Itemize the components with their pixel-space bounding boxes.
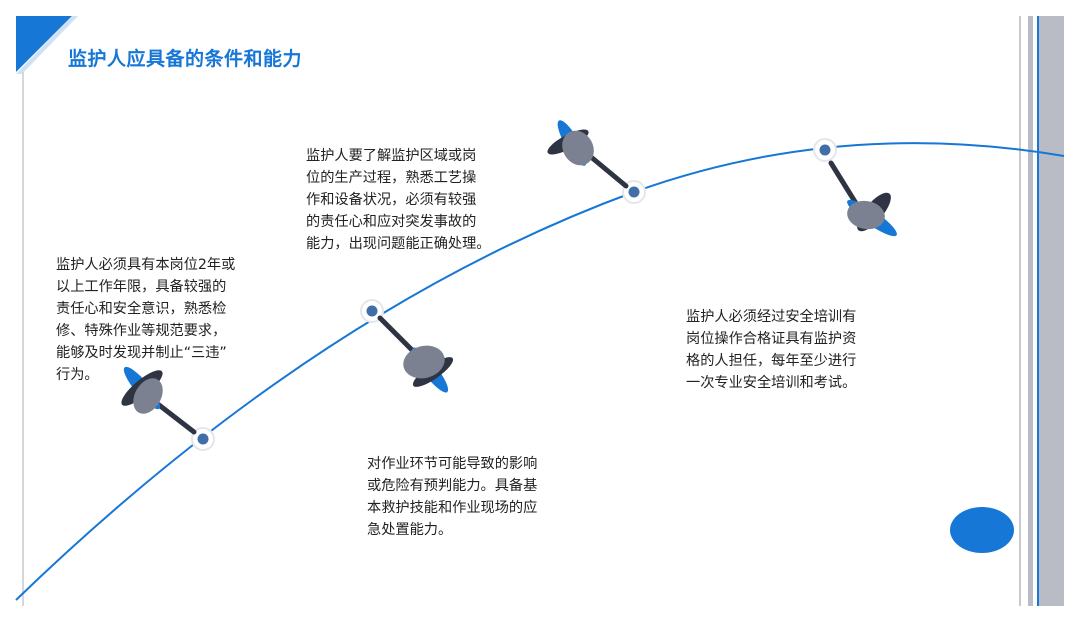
corner-triangle-light — [16, 16, 78, 74]
blue-ellipse — [950, 507, 1014, 553]
dart-icon — [377, 315, 454, 393]
dart-icon — [547, 120, 629, 189]
timeline-node-3 — [622, 180, 646, 204]
item-text-2: 监护人要了解监护区域或岗 位的生产过程，熟悉工艺操 作和设备状况，必须有较强 的… — [306, 148, 491, 252]
item-text-4: 监护人必须经过安全培训有 岗位操作合格证具有监护资 格的人担任，每年至少进行 一… — [686, 309, 857, 391]
timeline-arc — [15, 142, 1065, 601]
dart-icon — [121, 366, 197, 435]
timeline-node-4 — [813, 138, 837, 162]
right-stripe-white — [1033, 16, 1037, 606]
timeline-node-1 — [191, 427, 215, 451]
dart-icon — [828, 160, 897, 237]
corner-triangle — [16, 16, 72, 72]
item-text-1: 监护人必须具有本岗位2年或 以上工作年限，具备较强的 责任心和安全意识，熟悉检 … — [56, 257, 236, 383]
timeline-node-2 — [360, 299, 384, 323]
page-title: 监护人应具备的条件和能力 — [68, 48, 303, 70]
item-text-3: 对作业环节可能导致的影响 或危险有预判能力。具备基 本救护技能和作业现场的应 急… — [367, 456, 538, 538]
